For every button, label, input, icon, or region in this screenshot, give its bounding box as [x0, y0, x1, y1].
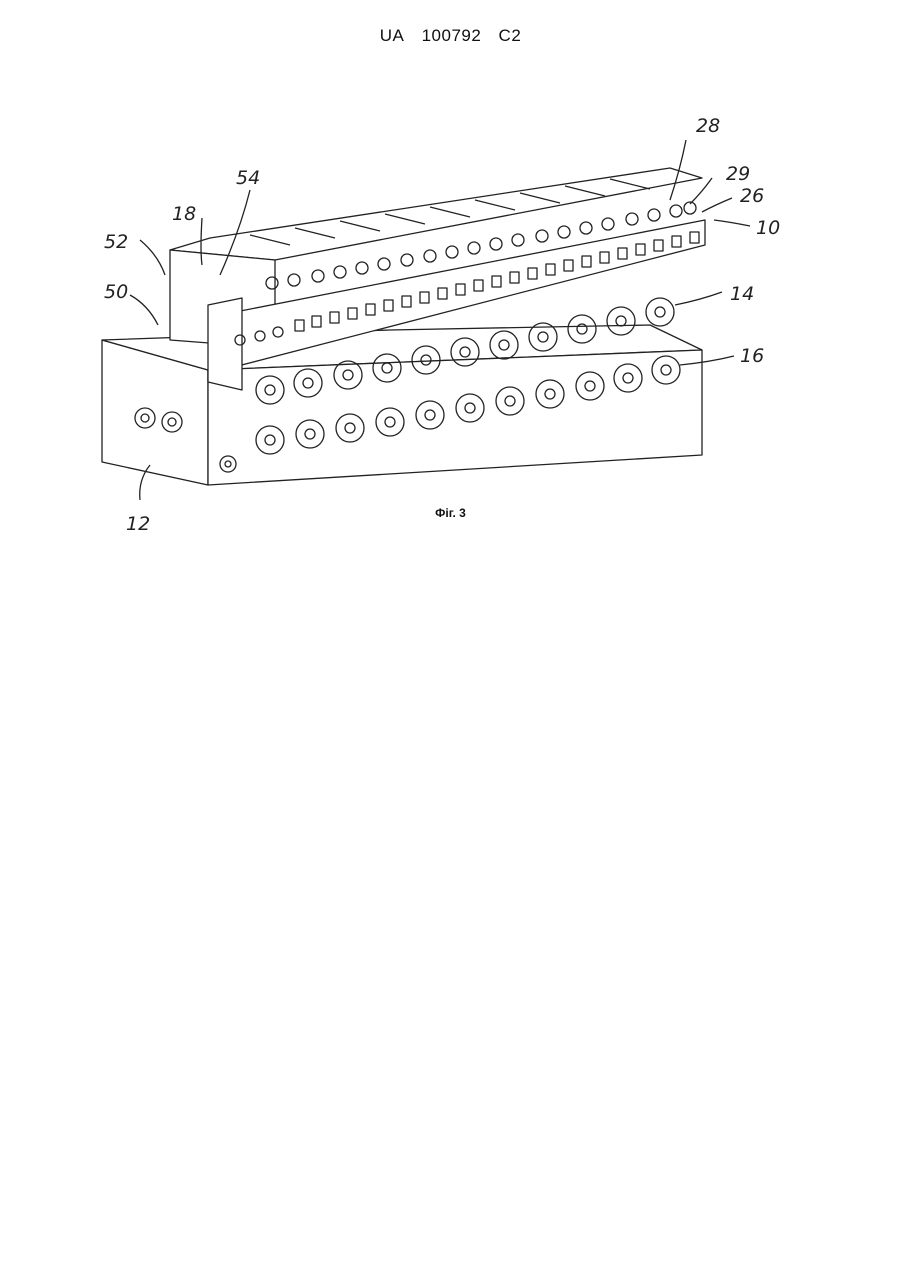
ref-29: 29: [726, 163, 750, 185]
ref-50: 50: [104, 281, 128, 303]
ref-14: 14: [730, 283, 754, 305]
ref-10: 10: [756, 217, 780, 239]
ref-54: 54: [236, 167, 260, 189]
ref-18: 18: [172, 203, 196, 225]
ref-52: 52: [104, 231, 128, 253]
ref-16: 16: [740, 345, 764, 367]
patent-header: UA 100792 C2: [0, 26, 901, 46]
base-block-side: [208, 350, 702, 485]
header-number: 100792: [422, 26, 482, 45]
figure-caption: Фіг. 3: [0, 506, 901, 520]
technical-drawing: 28 29 26 10 54 18 52 50 14 16 12: [90, 100, 810, 540]
header-kind: C2: [499, 26, 522, 45]
ref-28: 28: [696, 115, 720, 137]
header-country: UA: [380, 26, 405, 45]
ref-26: 26: [740, 185, 764, 207]
